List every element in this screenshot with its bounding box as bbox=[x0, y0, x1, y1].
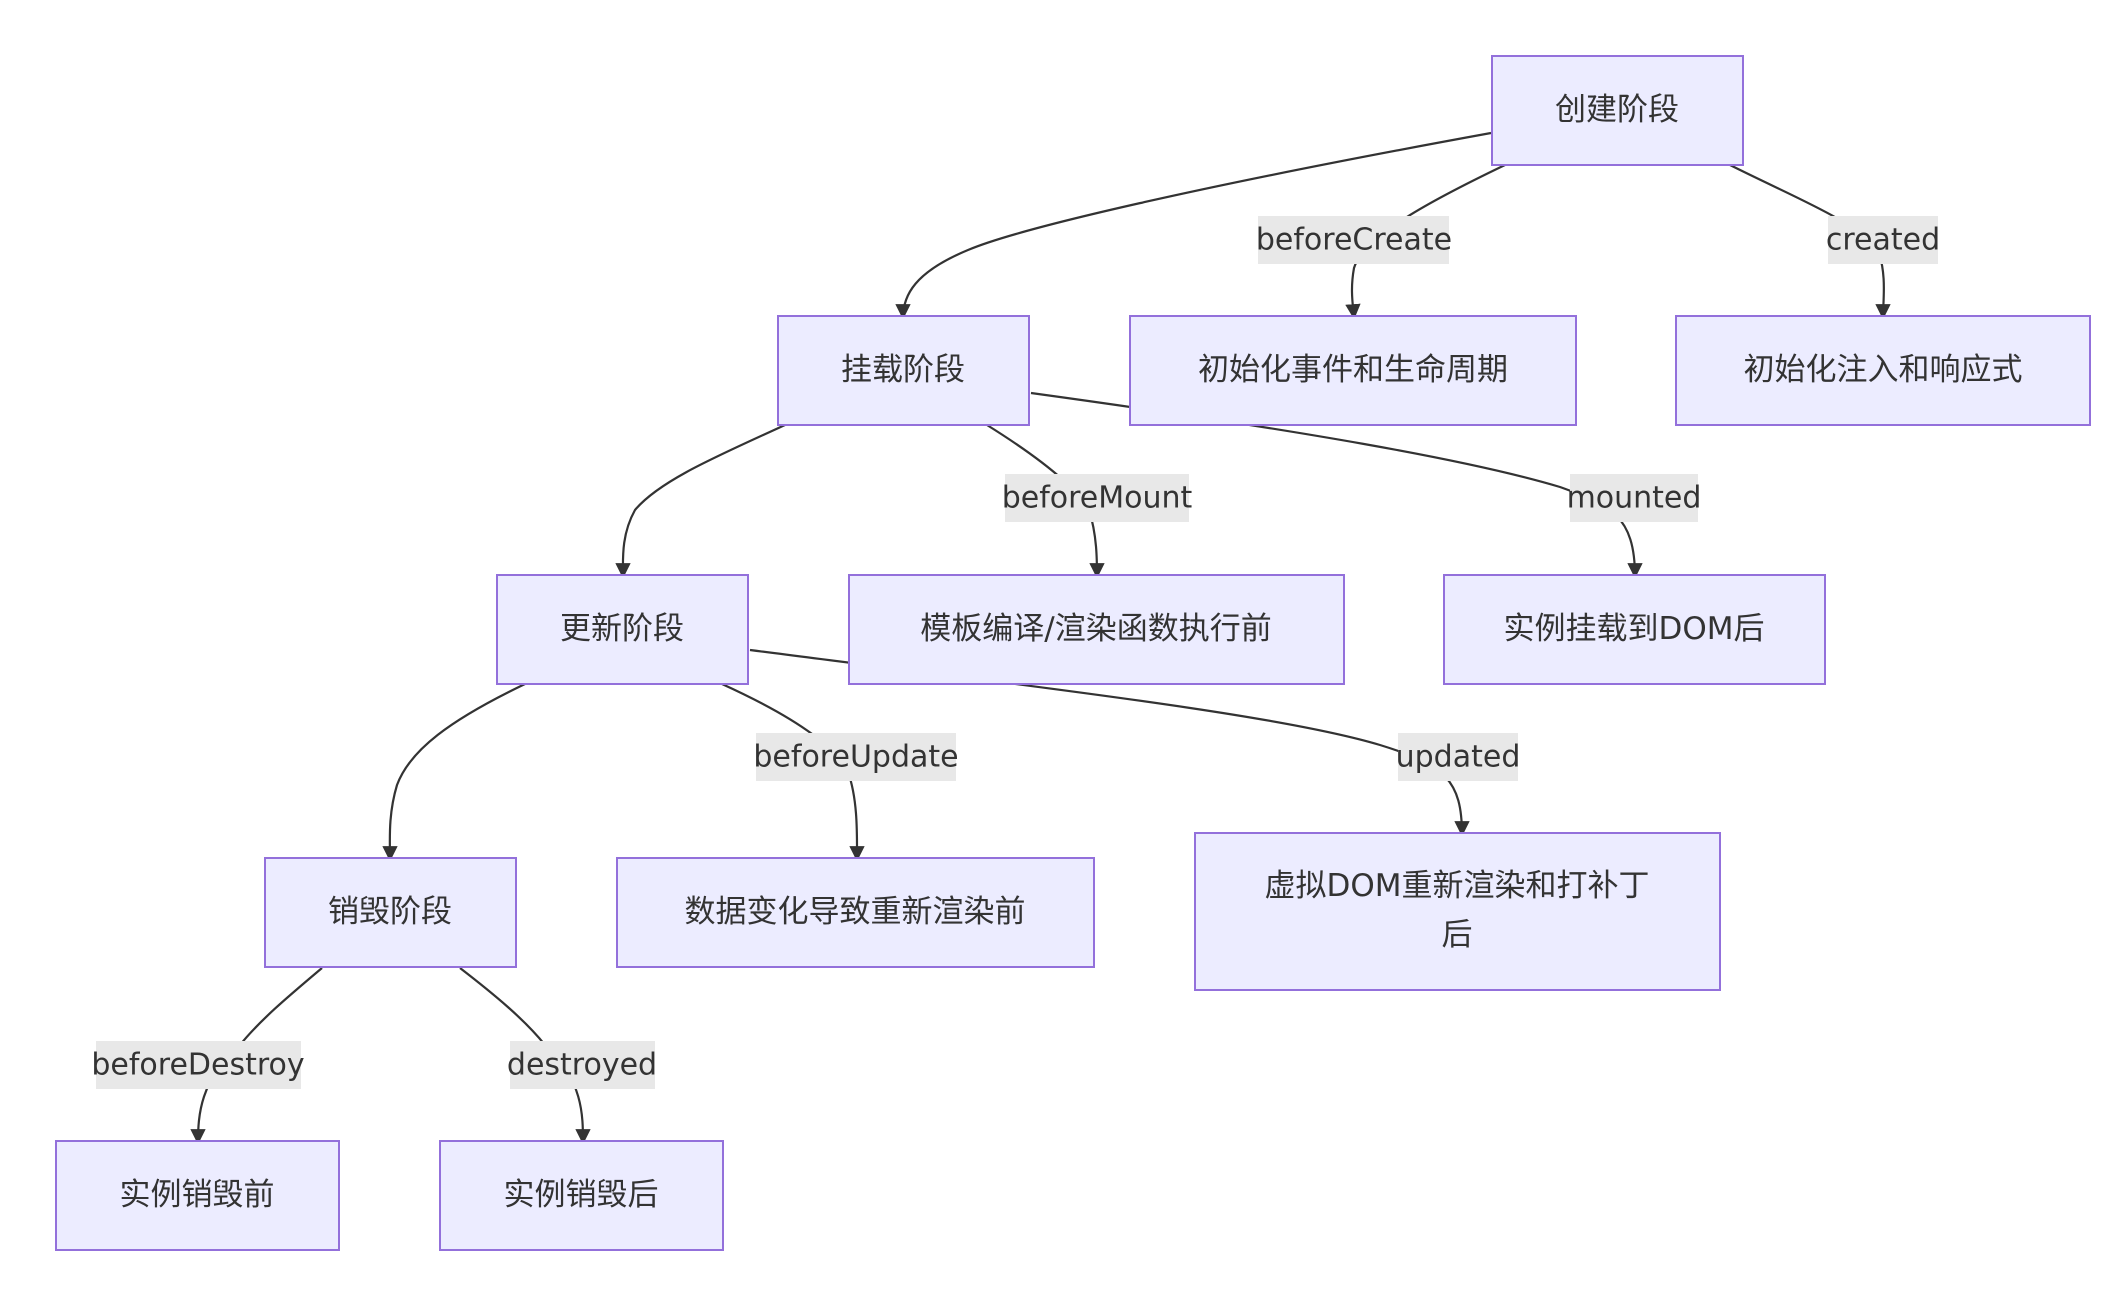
edge-label-beforeupdate-text: beforeUpdate bbox=[753, 740, 958, 775]
edge-label-updated: updated bbox=[1396, 733, 1521, 781]
node-update-phase[interactable]: 更新阶段 bbox=[496, 574, 749, 685]
node-vdom-patch-label-line1: 虚拟DOM重新渲染和打补丁 bbox=[1264, 868, 1649, 904]
node-init-events[interactable]: 初始化事件和生命周期 bbox=[1129, 315, 1577, 426]
edge-label-mounted: mounted bbox=[1567, 474, 1702, 522]
node-mount-phase-label: 挂载阶段 bbox=[841, 352, 965, 388]
node-after-destroy[interactable]: 实例销毁后 bbox=[439, 1140, 724, 1251]
node-init-inject-label: 初始化注入和响应式 bbox=[1744, 352, 2023, 388]
edge-label-updated-text: updated bbox=[1396, 740, 1521, 775]
node-mount-phase[interactable]: 挂载阶段 bbox=[777, 315, 1030, 426]
node-mounted-dom-label: 实例挂载到DOM后 bbox=[1503, 611, 1764, 647]
node-template-compile[interactable]: 模板编译/渲染函数执行前 bbox=[848, 574, 1345, 685]
edge-label-created-text: created bbox=[1826, 223, 1940, 258]
edge-create-to-mount bbox=[895, 131, 1492, 320]
edge-label-mounted-text: mounted bbox=[1567, 481, 1702, 516]
node-create-phase-label: 创建阶段 bbox=[1555, 92, 1679, 128]
node-data-change[interactable]: 数据变化导致重新渲染前 bbox=[616, 857, 1095, 968]
edge-label-beforedestroy-text: beforeDestroy bbox=[91, 1048, 304, 1083]
edge-label-created: created bbox=[1826, 216, 1940, 264]
edge-label-beforemount: beforeMount bbox=[1002, 474, 1193, 522]
edge-label-destroyed: destroyed bbox=[507, 1041, 657, 1089]
node-data-change-label: 数据变化导致重新渲染前 bbox=[685, 894, 1026, 930]
node-destroy-phase-label: 销毁阶段 bbox=[328, 894, 452, 930]
node-template-compile-label: 模板编译/渲染函数执行前 bbox=[920, 611, 1271, 647]
node-destroy-phase[interactable]: 销毁阶段 bbox=[264, 857, 517, 968]
edge-label-destroyed-text: destroyed bbox=[507, 1048, 657, 1083]
edge-labels: beforeCreate created beforeMount mounted… bbox=[91, 216, 1940, 1089]
node-mounted-dom[interactable]: 实例挂载到DOM后 bbox=[1443, 574, 1826, 685]
edge-mount-to-update bbox=[615, 424, 786, 579]
node-update-phase-label: 更新阶段 bbox=[560, 611, 684, 647]
node-init-events-label: 初始化事件和生命周期 bbox=[1198, 352, 1508, 388]
node-vdom-patch-label-line2: 后 bbox=[1442, 917, 1473, 953]
edge-label-beforecreate-text: beforeCreate bbox=[1256, 223, 1452, 258]
edge-label-beforemount-text: beforeMount bbox=[1002, 481, 1193, 516]
node-before-destroy-label: 实例销毁前 bbox=[120, 1177, 275, 1213]
edge-label-beforecreate: beforeCreate bbox=[1256, 216, 1452, 264]
node-before-destroy[interactable]: 实例销毁前 bbox=[55, 1140, 340, 1251]
edge-update-to-destroy bbox=[382, 683, 526, 862]
node-create-phase[interactable]: 创建阶段 bbox=[1491, 55, 1744, 166]
edge-label-beforeupdate: beforeUpdate bbox=[753, 733, 959, 781]
node-vdom-patch[interactable]: 虚拟DOM重新渲染和打补丁 后 bbox=[1194, 832, 1721, 991]
node-init-inject[interactable]: 初始化注入和响应式 bbox=[1675, 315, 2091, 426]
edge-label-beforedestroy: beforeDestroy bbox=[91, 1041, 305, 1089]
node-after-destroy-label: 实例销毁后 bbox=[504, 1177, 659, 1213]
nodes: 创建阶段 挂载阶段 初始化事件和生命周期 初始化注入和响应式 更新阶段 模板编译… bbox=[55, 55, 2091, 1251]
